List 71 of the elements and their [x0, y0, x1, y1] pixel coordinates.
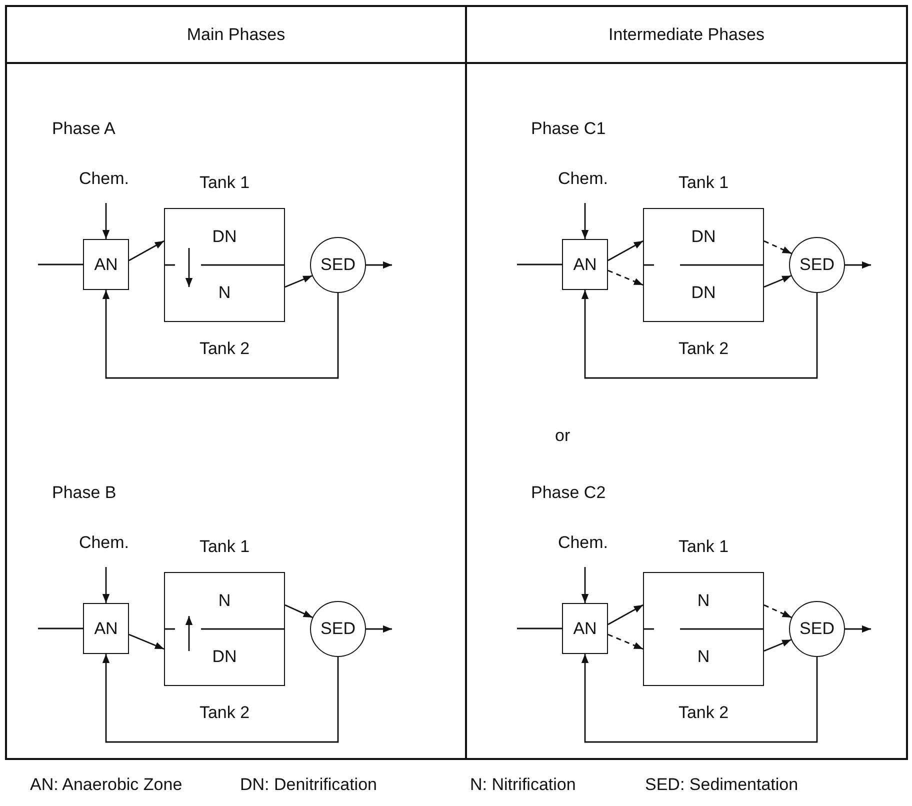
phase-title: Phase C2 [531, 483, 606, 503]
arrow [185, 248, 193, 287]
anaerobic-zone-box: AN [83, 239, 129, 290]
chemical-input-label: Chem. [72, 168, 136, 190]
arrow [764, 604, 792, 618]
legend-text: SED: Sedimentation [645, 775, 798, 795]
arrow [128, 634, 164, 650]
tank-label: Tank 2 [677, 702, 730, 724]
chemical-input-label: Chem. [551, 532, 615, 554]
sedimentation-circle: SED [789, 237, 845, 293]
arrow [581, 290, 818, 379]
arrow [845, 625, 871, 633]
flow-line [38, 264, 83, 266]
tank-label: Tank 2 [677, 338, 730, 360]
column-header: Intermediate Phases [467, 7, 906, 64]
anaerobic-zone-box: AN [562, 603, 608, 654]
note-text: or [555, 426, 570, 446]
arrow [366, 625, 392, 633]
arrow [128, 240, 164, 262]
flow-line [517, 264, 562, 266]
arrow [185, 616, 193, 651]
flow-line [38, 628, 83, 630]
legend-text: AN: Anaerobic Zone [30, 775, 182, 795]
zone-label: DN [212, 647, 237, 667]
tank-label: Tank 1 [677, 172, 730, 194]
arrow [764, 639, 792, 652]
anaerobic-zone-box: AN [83, 603, 129, 654]
arrow [284, 604, 313, 618]
tank-label: Tank 1 [198, 172, 251, 194]
zone-label: DN [212, 227, 237, 247]
column-header: Main Phases [7, 7, 465, 64]
chemical-input-label: Chem. [72, 532, 136, 554]
arrow [581, 654, 818, 743]
sedimentation-circle: SED [310, 601, 366, 657]
arrow [764, 240, 792, 254]
tank-label: Tank 2 [198, 338, 251, 360]
zone-label: DN [691, 283, 716, 303]
arrow [102, 203, 110, 239]
arrow [764, 275, 792, 288]
tank-label: Tank 1 [198, 536, 251, 558]
phase-title: Phase B [52, 483, 116, 503]
arrow [608, 270, 644, 286]
arrow [608, 604, 644, 626]
chemical-input-label: Chem. [551, 168, 615, 190]
arrow [845, 261, 871, 269]
arrow [102, 567, 110, 603]
arrow [608, 634, 644, 650]
table-column [465, 5, 908, 760]
zone-label: N [218, 591, 231, 611]
arrow [102, 654, 339, 743]
zone-label: N [697, 591, 710, 611]
zone-label: N [218, 283, 231, 303]
arrow [366, 261, 392, 269]
sedimentation-circle: SED [789, 601, 845, 657]
legend-text: DN: Denitrification [240, 775, 377, 795]
arrow [581, 567, 589, 603]
legend-text: N: Nitrification [470, 775, 576, 795]
sedimentation-circle: SED [310, 237, 366, 293]
phase-title: Phase C1 [531, 119, 606, 139]
arrow [608, 240, 644, 262]
phase-title: Phase A [52, 119, 116, 139]
tank-label: Tank 1 [677, 536, 730, 558]
arrow [284, 275, 312, 288]
arrow [102, 290, 339, 379]
zone-label: N [697, 647, 710, 667]
table-column [5, 5, 467, 760]
tank-label: Tank 2 [198, 702, 251, 724]
anaerobic-zone-box: AN [562, 239, 608, 290]
zone-label: DN [691, 227, 716, 247]
arrow [581, 203, 589, 239]
flow-line [517, 628, 562, 630]
